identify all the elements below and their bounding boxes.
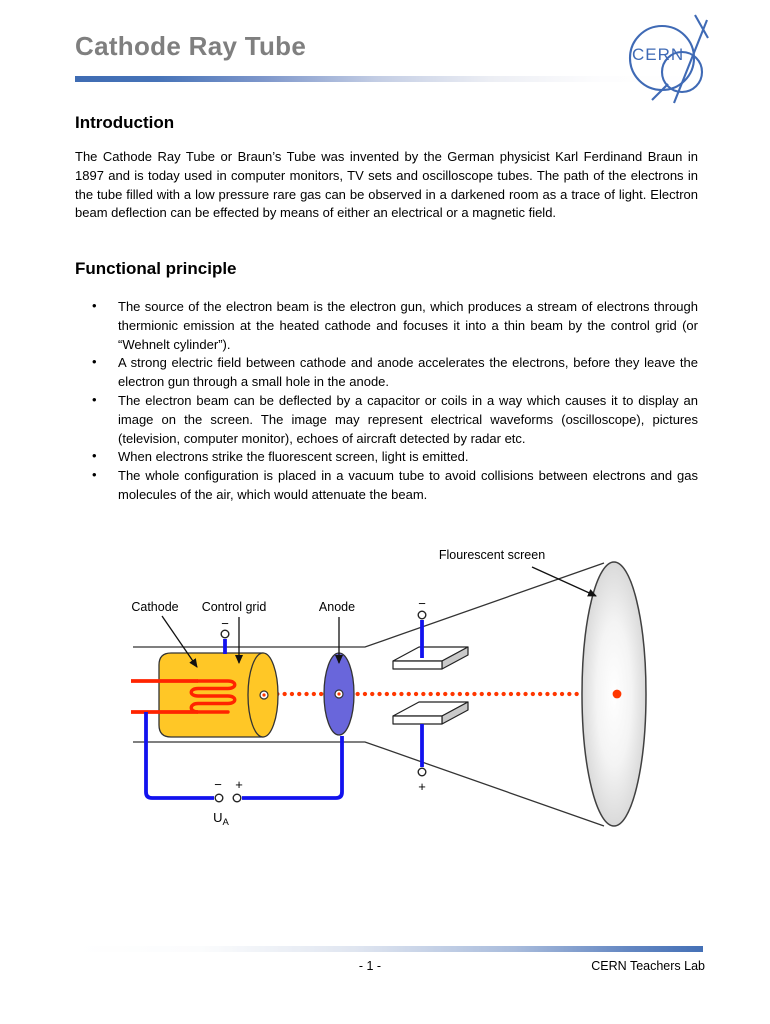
tube-outline <box>133 562 605 827</box>
grid-terminal <box>220 629 230 639</box>
list-item: • A strong electric field between cathode… <box>75 354 698 392</box>
battery-left-wire <box>144 712 214 800</box>
gun-hole-dot <box>262 693 266 697</box>
control-grid-label: Control grid <box>202 600 267 614</box>
plate-top-terminal <box>417 610 427 620</box>
cathode-arrow <box>161 615 198 668</box>
title-underline-bar <box>75 76 703 82</box>
bullet-icon: • <box>92 354 97 370</box>
battery-minus-terminal <box>214 793 224 803</box>
page-title: Cathode Ray Tube <box>75 31 307 61</box>
battery-minus-sign: − <box>214 777 222 792</box>
bullet-text: The electron beam can be deflected by a … <box>118 392 698 446</box>
screen-arrow <box>531 566 597 597</box>
bullet-icon: • <box>92 448 97 464</box>
anode-hole-dot <box>337 692 341 696</box>
heater-wires <box>131 679 198 714</box>
plate-bottom-plus-sign: + <box>418 779 426 794</box>
bullet-icon: • <box>92 298 97 313</box>
bullet-icon: • <box>92 467 97 483</box>
terminals <box>214 610 427 803</box>
label-arrows <box>161 566 597 668</box>
deflection-plate-bottom <box>392 701 469 725</box>
deflection-plate-top <box>392 646 469 670</box>
logo-beam-line <box>673 19 708 104</box>
battery-plus-sign: + <box>235 777 243 792</box>
logo-beam-line-short <box>694 14 709 39</box>
fluorescent-screen-label: Flourescent screen <box>439 548 545 562</box>
list-item: • The whole configuration is placed in a … <box>75 467 698 505</box>
bullet-text: The whole configuration is placed in a v… <box>118 468 698 502</box>
cern-logo: CERN <box>628 14 709 104</box>
logo-beam-line-lower <box>651 83 669 101</box>
list-item: • When electrons strike the fluorescent s… <box>75 448 698 467</box>
page-number: - 1 - <box>358 959 382 973</box>
bullet-list: • The source of the electron beam is the … <box>75 298 698 505</box>
footer-bar <box>75 946 703 952</box>
bullet-text: When electrons strike the fluorescent sc… <box>118 449 469 465</box>
crt-diagram: Cathode Control grid Anode Flourescent s… <box>131 548 647 828</box>
bullet-text: A strong electric field between cathode … <box>118 355 698 390</box>
battery-right-wire <box>242 736 344 800</box>
plate-bottom-terminal <box>417 767 427 777</box>
introduction-paragraph: The Cathode Ray Tube or Braun’s Tube was… <box>75 149 698 221</box>
cathode-label: Cathode <box>131 600 178 614</box>
bullet-icon: • <box>92 391 97 407</box>
beam-spot <box>612 689 622 699</box>
list-item: • The electron beam can be deflected by a… <box>75 392 698 448</box>
battery-plus-terminal <box>232 793 242 803</box>
list-item: • The source of the electron beam is the … <box>75 298 698 354</box>
heater-coil <box>189 679 237 714</box>
bullet-text: The source of the electron beam is the e… <box>118 299 698 352</box>
grid-minus-sign: − <box>221 616 229 631</box>
circuit-wires <box>144 620 424 800</box>
footer-org: CERN Teachers Lab <box>591 959 705 973</box>
section-heading-functional-principle: Functional principle <box>75 259 237 278</box>
anode-label: Anode <box>319 600 355 614</box>
logo-text: CERN <box>632 45 684 64</box>
section-heading-introduction: Introduction <box>75 113 175 132</box>
logo-circle-small <box>660 50 704 94</box>
plate-top-minus-sign: − <box>418 596 426 611</box>
voltage-label: UA <box>213 810 229 828</box>
